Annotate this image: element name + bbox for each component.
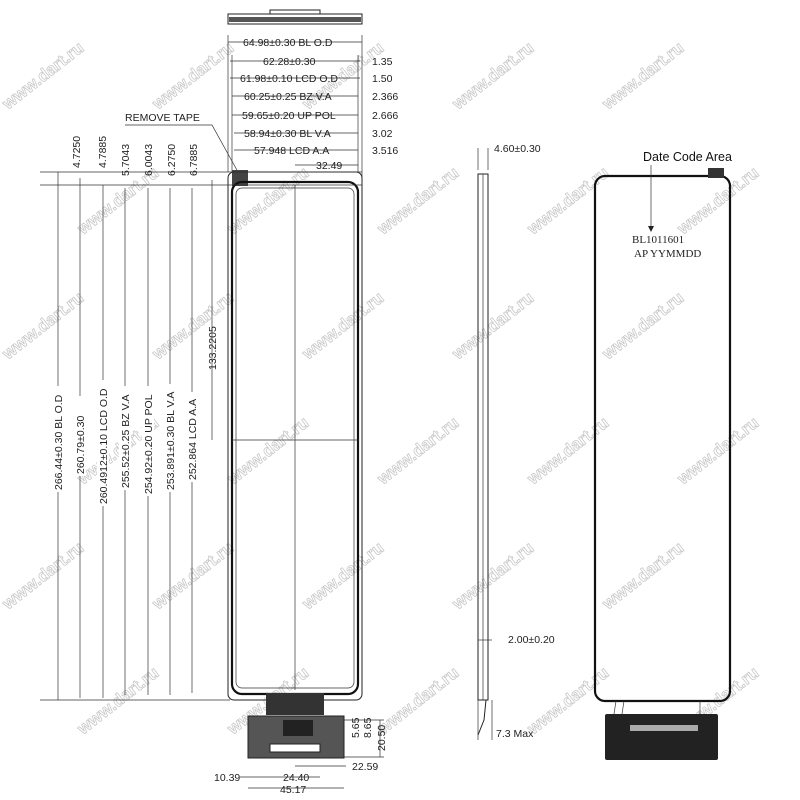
watermark-text: www.dart.ru <box>523 413 612 489</box>
watermark-text: www.dart.ru <box>148 538 237 614</box>
watermark-text: www.dart.ru <box>223 413 312 489</box>
center-offset-dim: 133.2205 <box>207 326 219 370</box>
offset-dim: 5.7043 <box>120 144 132 176</box>
dim-right: 2.366 <box>372 91 398 103</box>
watermark-text: www.dart.ru <box>0 288 87 364</box>
offset-dim: 6.7885 <box>188 144 200 176</box>
watermark-text: www.dart.ru <box>0 38 87 114</box>
watermark-text: www.dart.ru <box>373 413 462 489</box>
date-code-line1: BL1011601 <box>632 234 684 246</box>
dim-up-pol: 59.65±0.20 UP POL <box>242 110 336 122</box>
dim-total: 62.28±0.30 <box>263 56 316 68</box>
watermark-text: www.dart.ru <box>448 288 537 364</box>
fpc-dim: 24.40 <box>283 772 309 784</box>
dim-bl-va-height: 253.891±0.30 BL V.A <box>165 392 177 490</box>
watermark-text: www.dart.ru <box>523 663 612 739</box>
dim-center: 32.49 <box>316 160 342 172</box>
offset-dim: 6.0043 <box>143 144 155 176</box>
dim-right: 2.666 <box>372 110 398 122</box>
watermark: www.dart.ru www.dart.ru www.dart.ru www.dar… <box>0 38 763 739</box>
left-offset-dims: 4.7250 4.7885 5.7043 6.0043 6.2750 6.788… <box>71 136 200 176</box>
dim-right: 3.516 <box>372 145 398 157</box>
dim-lcd-aa-height: 252.864 LCD A.A <box>187 399 199 480</box>
date-code-area <box>708 168 724 178</box>
dim-bz-va-height: 255.52±0.25 BZ V.A <box>120 394 132 488</box>
dim-lcd-od-height: 260.4912±0.10 LCD O.D <box>98 388 110 504</box>
top-view <box>227 9 363 25</box>
fpc-dim: 20.50 <box>376 725 388 751</box>
watermark-text: www.dart.ru <box>373 163 462 239</box>
dim-lcd-aa: 57.948 LCD A.A <box>254 145 329 157</box>
fpc-thickness-dim: 2.00±0.20 <box>508 634 555 646</box>
max-thickness-dim: 7.3 Max <box>496 728 534 740</box>
dim-up-pol-height: 254.92±0.20 UP POL <box>143 394 155 494</box>
dim-bz-va: 60.25±0.25 BZ V.A <box>244 91 332 103</box>
watermark-text: www.dart.ru <box>73 663 162 739</box>
watermark-text: www.dart.ru <box>448 538 537 614</box>
watermark-text: www.dart.ru <box>0 538 87 614</box>
watermark-text: www.dart.ru <box>448 38 537 114</box>
left-height-dims: 266.44±0.30 BL O.D 260.79±0.30 260.4912±… <box>52 172 199 700</box>
dim-bl-od-height: 266.44±0.30 BL O.D <box>53 394 65 490</box>
fpc-dim: 45.17 <box>280 784 306 796</box>
watermark-text: www.dart.ru <box>148 288 237 364</box>
dim-bl-od-width: 64.98±0.30 BL O.D <box>243 37 333 49</box>
fpc-dim: 22.59 <box>352 761 378 773</box>
offset-dim: 6.2750 <box>166 144 178 176</box>
watermark-text: www.dart.ru <box>598 288 687 364</box>
watermark-text: www.dart.ru <box>523 163 612 239</box>
date-code-line2: AP YYMMDD <box>634 248 701 260</box>
thickness-dim: 4.60±0.30 <box>494 143 541 155</box>
watermark-text: www.dart.ru <box>298 538 387 614</box>
date-code-label: Date Code Area <box>643 150 732 164</box>
dim-right: 1.35 <box>372 56 393 68</box>
fpc-connector: 5.65 8.65 20.50 22.59 10.39 24.40 45.17 <box>214 693 388 796</box>
dim-bl-va: 58.94±0.30 BL V.A <box>244 128 331 140</box>
dim-lcd-od: 61.98±0.10 LCD O.D <box>240 73 338 85</box>
offset-dim: 4.7885 <box>97 136 109 168</box>
watermark-text: www.dart.ru <box>673 413 762 489</box>
back-view: Date Code Area BL1011601 AP YYMMDD <box>593 150 732 760</box>
side-view: 4.60±0.30 2.00±0.20 7.3 Max <box>477 143 555 740</box>
dim-right: 3.02 <box>372 128 393 140</box>
watermark-text: www.dart.ru <box>298 288 387 364</box>
watermark-text: www.dart.ru <box>598 38 687 114</box>
fpc-dim: 8.65 <box>362 717 374 738</box>
offset-dim: 4.7250 <box>71 136 83 168</box>
watermark-text: www.dart.ru <box>598 538 687 614</box>
fpc-dim: 5.65 <box>350 717 362 738</box>
dim-total-height: 260.79±0.30 <box>75 416 87 474</box>
front-view: 133.2205 <box>40 171 363 701</box>
dim-right: 1.50 <box>372 73 393 85</box>
remove-tape-label: REMOVE TAPE <box>125 112 200 124</box>
watermark-text: www.dart.ru <box>148 38 237 114</box>
fpc-dim: 10.39 <box>214 772 240 784</box>
top-dimensions: 64.98±0.30 BL O.D 62.28±0.30 1.35 61.98±… <box>227 35 398 185</box>
